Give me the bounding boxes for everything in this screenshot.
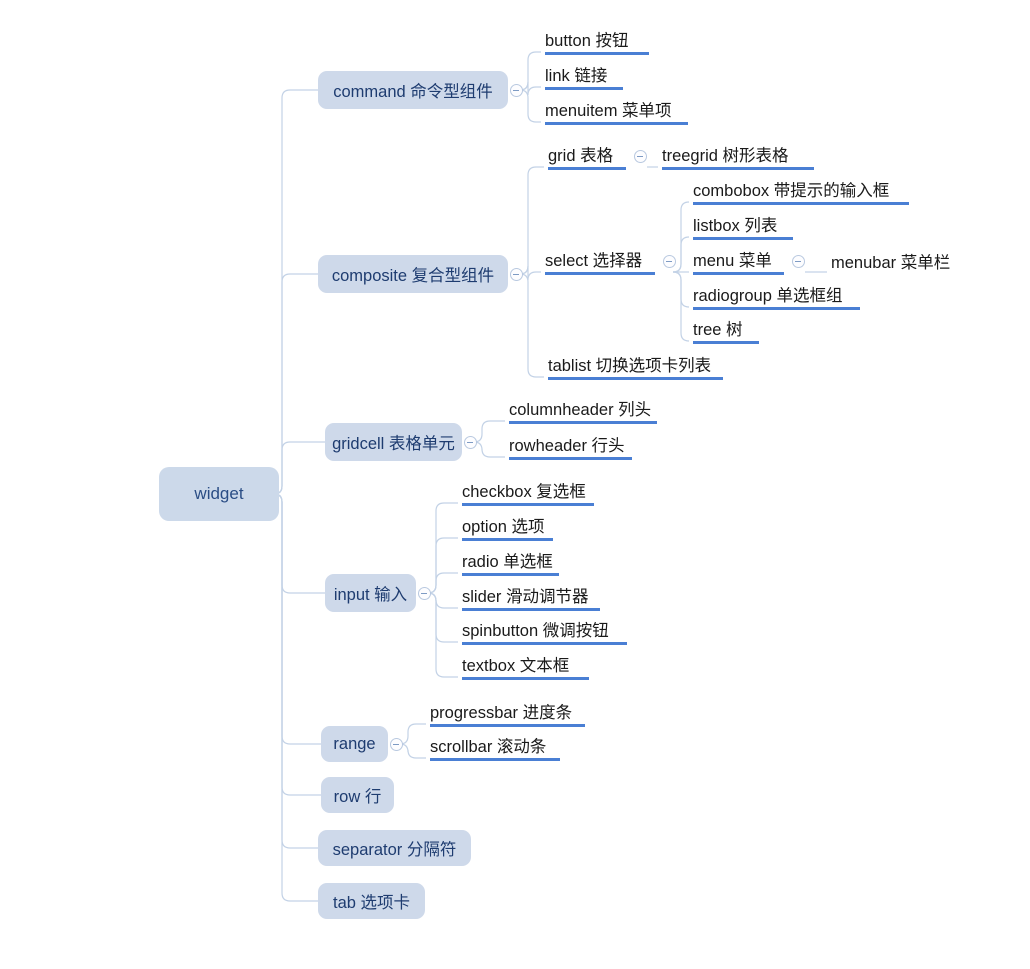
root-node-label: widget [194, 484, 244, 503]
branch-node-label: gridcell 表格单元 [332, 435, 455, 453]
leaf-node-label: select 选择器 [545, 252, 643, 271]
leaf-node-label: menubar 菜单栏 [831, 254, 951, 272]
leaf-node-label: tree 树 [693, 321, 743, 340]
leaf-node-label: listbox 列表 [693, 217, 778, 236]
leaf-node-label: menuitem 菜单项 [545, 102, 672, 121]
leaf-node-input-3[interactable]: slider 滑动调节器 [462, 585, 589, 609]
branch-node-separator[interactable]: separator 分隔符 [318, 830, 471, 866]
collapse-toggle-composite-0[interactable] [633, 149, 647, 163]
leaf-node-label: tablist 切换选项卡列表 [548, 357, 712, 376]
leaf-underline [693, 272, 784, 275]
leaf-node-label: radio 单选框 [462, 553, 553, 572]
leaf-node-composite-1[interactable]: select 选择器 [545, 249, 642, 273]
leaf-underline [545, 272, 655, 275]
collapse-toggle-composite-1-2[interactable] [791, 254, 805, 268]
branch-node-label: input 输入 [333, 586, 408, 604]
leaf-underline [509, 457, 632, 460]
leaf-underline [545, 87, 623, 90]
leaf-node-label: checkbox 复选框 [462, 483, 586, 502]
branch-node-label: row 行 [333, 788, 382, 806]
leaf-underline [545, 122, 688, 125]
collapse-toggle-command[interactable] [509, 83, 523, 97]
leaf-node-composite-1-4[interactable]: tree 树 [693, 318, 743, 342]
leaf-node-label: radiogroup 单选框组 [693, 287, 843, 306]
collapse-toggle-input[interactable] [417, 586, 431, 600]
leaf-underline [430, 724, 585, 727]
collapse-toggle-composite[interactable] [509, 267, 523, 281]
collapse-toggle-range[interactable] [389, 737, 403, 751]
leaf-underline [430, 758, 560, 761]
leaf-node-label: treegrid 树形表格 [662, 147, 789, 166]
branch-node-label: composite 复合型组件 [331, 267, 495, 285]
leaf-node-input-0[interactable]: checkbox 复选框 [462, 480, 586, 504]
branch-node-command[interactable]: command 命令型组件 [318, 71, 508, 109]
leaf-node-range-1[interactable]: scrollbar 滚动条 [430, 735, 546, 759]
leaf-underline [462, 503, 594, 506]
leaf-underline [462, 642, 627, 645]
leaf-underline [548, 377, 723, 380]
leaf-node-input-1[interactable]: option 选项 [462, 515, 545, 539]
leaf-underline [462, 608, 600, 611]
leaf-node-gridcell-0[interactable]: columnheader 列头 [509, 398, 651, 422]
branch-node-composite[interactable]: composite 复合型组件 [318, 255, 508, 293]
leaf-node-composite-2[interactable]: tablist 切换选项卡列表 [548, 354, 711, 378]
leaf-node-range-0[interactable]: progressbar 进度条 [430, 701, 572, 725]
leaf-node-gridcell-1[interactable]: rowheader 行头 [509, 434, 625, 458]
branch-node-label: command 命令型组件 [333, 83, 493, 101]
leaf-node-input-5[interactable]: textbox 文本框 [462, 654, 569, 678]
leaf-underline [462, 538, 553, 541]
leaf-node-label: slider 滑动调节器 [462, 588, 589, 607]
leaf-node-input-4[interactable]: spinbutton 微调按钮 [462, 619, 609, 643]
leaf-underline [693, 202, 909, 205]
leaf-underline [662, 167, 814, 170]
leaf-node-label: textbox 文本框 [462, 657, 570, 676]
leaf-underline [693, 341, 759, 344]
branch-node-input[interactable]: input 输入 [325, 574, 416, 612]
collapse-toggle-gridcell[interactable] [463, 435, 477, 449]
leaf-underline [545, 52, 649, 55]
leaf-node-command-2[interactable]: menuitem 菜单项 [545, 99, 672, 123]
leaf-node-composite-1-1[interactable]: listbox 列表 [693, 214, 777, 238]
leaf-node-label: spinbutton 微调按钮 [462, 622, 609, 641]
branch-node-tab[interactable]: tab 选项卡 [318, 883, 425, 919]
leaf-node-composite-1-3[interactable]: radiogroup 单选框组 [693, 284, 842, 308]
leaf-underline [462, 677, 589, 680]
leaf-node-command-1[interactable]: link 链接 [545, 64, 607, 88]
leaf-node-label: columnheader 列头 [509, 401, 652, 420]
leaf-node-composite-1-2[interactable]: menu 菜单 [693, 249, 772, 273]
leaf-node-composite-0-0[interactable]: treegrid 树形表格 [662, 144, 789, 168]
branch-node-range[interactable]: range [321, 726, 388, 762]
leaf-node-composite-1-0[interactable]: combobox 带提示的输入框 [693, 179, 889, 203]
leaf-node-input-2[interactable]: radio 单选框 [462, 550, 553, 574]
branch-node-label: range [333, 734, 376, 753]
branch-node-label: tab 选项卡 [332, 894, 411, 912]
root-node-widget[interactable]: widget [159, 467, 279, 521]
branch-node-label: separator 分隔符 [332, 841, 457, 859]
branch-node-gridcell[interactable]: gridcell 表格单元 [325, 423, 462, 461]
leaf-node-label: button 按钮 [545, 32, 629, 51]
leaf-node-label: scrollbar 滚动条 [430, 738, 547, 757]
leaf-node-label: option 选项 [462, 518, 545, 537]
leaf-node-label: grid 表格 [548, 147, 614, 166]
leaf-underline [462, 573, 559, 576]
leaf-underline [509, 421, 657, 424]
leaf-underline [548, 167, 626, 170]
leaf-node-label: combobox 带提示的输入框 [693, 182, 890, 201]
leaf-node-composite-1-2-0[interactable]: menubar 菜单栏 [831, 249, 950, 273]
leaf-node-composite-0[interactable]: grid 表格 [548, 144, 613, 168]
leaf-underline [693, 237, 793, 240]
branch-node-row[interactable]: row 行 [321, 777, 394, 813]
leaf-node-label: link 链接 [545, 67, 608, 86]
leaf-underline [693, 307, 860, 310]
leaf-node-command-0[interactable]: button 按钮 [545, 29, 628, 53]
collapse-toggle-composite-1[interactable] [662, 254, 676, 268]
leaf-node-label: menu 菜单 [693, 252, 772, 271]
leaf-node-label: progressbar 进度条 [430, 704, 573, 723]
leaf-node-label: rowheader 行头 [509, 437, 625, 456]
